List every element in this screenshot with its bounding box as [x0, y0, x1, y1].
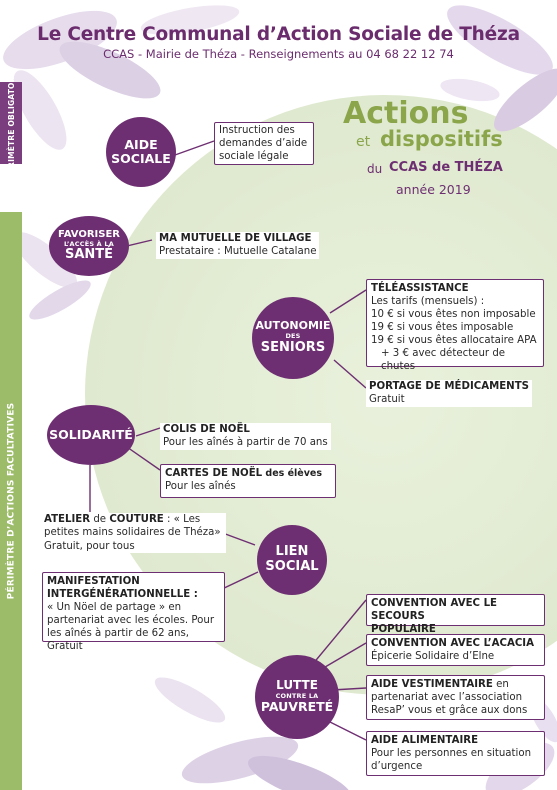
- item-acacia: CONVENTION AVEC L’ACACIA Épicerie Solida…: [366, 634, 545, 666]
- item-mutuelle: MA MUTUELLE DE VILLAGE Prestataire : Mut…: [156, 232, 320, 259]
- heading-year: année 2019: [396, 182, 471, 197]
- heading-et: et: [356, 134, 371, 150]
- side-label-mandatory: PÉRIMÈTRE OBLIGATOIRE: [0, 68, 22, 178]
- item-aide-sociale: Instruction des demandes d’aide sociale …: [214, 122, 314, 165]
- item-alimentaire: AIDE ALIMENTAIRE Pour les personnes en s…: [366, 731, 545, 776]
- circle-aide-sociale: AIDE SOCIALE: [106, 117, 176, 187]
- circle-lien-social: LIEN SOCIAL: [257, 525, 327, 595]
- circle-sante: FAVORISER L’ACCÈS À LA SANTÉ: [49, 216, 129, 276]
- item-vestimentaire: AIDE VESTIMENTAIRE en partenariat avec l…: [366, 675, 545, 720]
- item-colis: COLIS DE NOËL Pour les aînés à partir de…: [160, 423, 331, 450]
- item-atelier: ATELIER de COUTURE : « Les petites mains…: [42, 513, 226, 553]
- heading-dispositifs: dispositifs: [380, 127, 503, 151]
- page-title: Le Centre Communal d’Action Sociale de T…: [37, 24, 520, 45]
- heading-ccas: CCAS de THÉZA: [389, 160, 503, 175]
- circle-solidarite: SOLIDARITÉ: [47, 405, 135, 465]
- heading-actions: Actions: [343, 96, 469, 131]
- item-secours: CONVENTION AVEC LE SECOURS POPULAIRE: [366, 594, 545, 635]
- heading-du: du: [367, 162, 383, 176]
- item-portage: PORTAGE DE MÉDICAMENTS Gratuit: [366, 380, 532, 407]
- item-cartes: CARTES DE NOËL des élèves Pour les aînés: [160, 464, 336, 498]
- circle-pauvrete: LUTTE CONTRE LA PAUVRETÉ: [255, 655, 339, 739]
- page-subtitle: CCAS - Mairie de Théza - Renseignements …: [103, 47, 454, 61]
- item-manifestation: MANIFESTATION INTERGÉNÉRATIONNELLE : « U…: [42, 572, 225, 652]
- side-label-optional: PÉRIMÈTRE D’ACTIONS FACULTATIVES: [0, 212, 22, 790]
- item-teleassistance: TÉLÉASSISTANCE Les tarifs (mensuels) : 1…: [366, 279, 544, 372]
- circle-seniors: AUTONOMIE DES SENIORS: [252, 297, 334, 379]
